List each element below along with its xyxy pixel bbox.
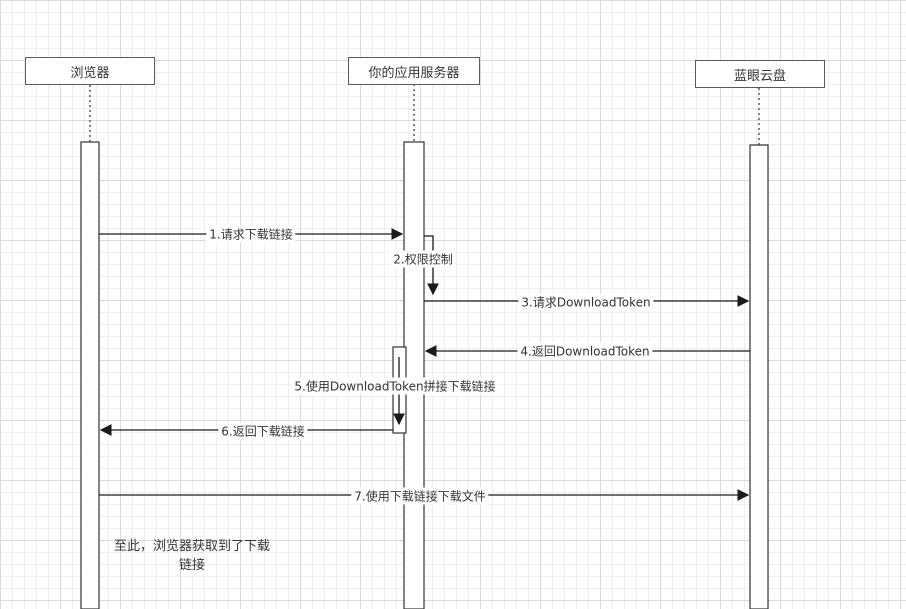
- activation-bar-app-server: [403, 141, 425, 609]
- message-label-3: 3.请求DownloadToken: [518, 293, 654, 311]
- actor-box-app-server: 你的应用服务器: [348, 57, 480, 85]
- message-label-6: 6.返回下载链接: [218, 422, 308, 440]
- actor-label-app-server: 你的应用服务器: [368, 65, 460, 81]
- actor-label-browser: 浏览器: [70, 65, 110, 81]
- message-line-2-self: [424, 235, 439, 296]
- actor-box-browser: 浏览器: [25, 57, 155, 85]
- message-label-2: 2.权限控制: [390, 250, 456, 268]
- message-label-1: 1.请求下载链接: [206, 225, 296, 243]
- note-text: 至此，浏览器获取到了下载链接: [113, 539, 270, 573]
- message-label-7: 7.使用下载链接下载文件: [351, 487, 489, 505]
- actor-box-cloud: 蓝眼云盘: [695, 60, 825, 88]
- activation-bar-browser: [80, 141, 100, 609]
- actor-label-cloud: 蓝眼云盘: [733, 68, 786, 84]
- message-label-5: 5.使用DownloadToken拼接下载链接: [291, 377, 499, 395]
- message-label-4: 4.返回DownloadToken: [517, 342, 653, 360]
- activation-bar-cloud: [749, 144, 769, 609]
